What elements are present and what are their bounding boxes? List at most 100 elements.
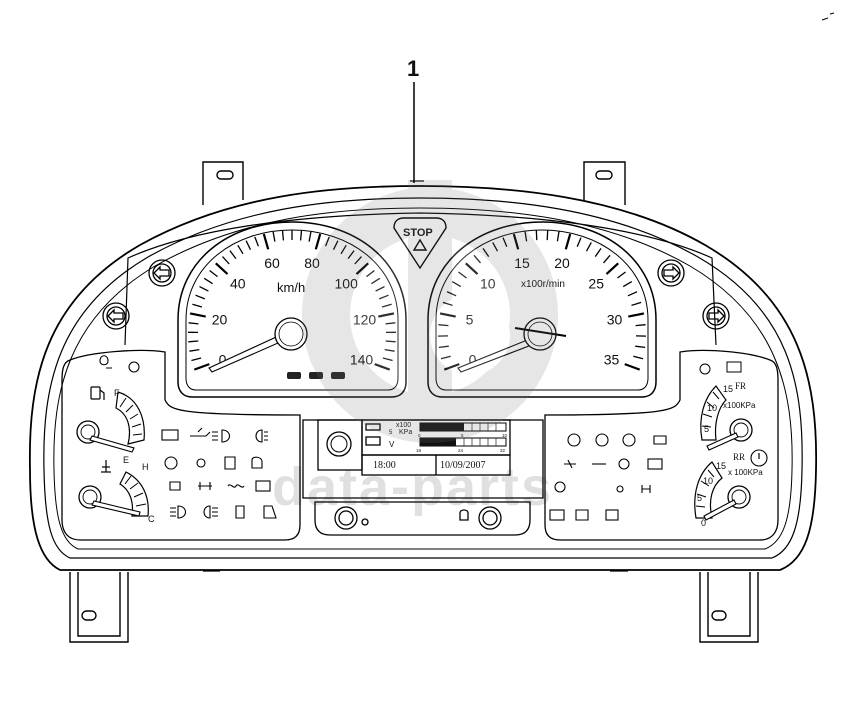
front-pressure-label: FR <box>735 381 746 391</box>
tachometer-tick <box>633 356 643 358</box>
fuel-gauge <box>77 392 144 452</box>
temp-hot-label: H <box>142 462 149 472</box>
front-pressure-tick-15: 15 <box>723 384 733 394</box>
bottom-mount-tab-left <box>70 572 128 642</box>
speedometer-tick <box>283 230 284 240</box>
top-mount-tab-right <box>584 162 625 205</box>
retarder-icon <box>564 460 576 468</box>
temp-cold-label: C <box>148 514 155 524</box>
bottom-mount-tab-right <box>700 572 758 642</box>
h-icon <box>642 485 650 493</box>
tachometer-tick <box>587 242 592 251</box>
corner-mark <box>822 13 834 20</box>
turbo-icon <box>252 457 262 468</box>
exhaust-brake-icon <box>225 457 235 469</box>
rear-pressure-tick-0: 0 <box>701 518 706 528</box>
speedometer-tick <box>246 241 250 250</box>
coil-icon <box>228 485 244 487</box>
low-beam-icon <box>170 506 186 518</box>
speedometer-tick <box>196 295 205 299</box>
rear-pressure-tick-5: 5 <box>697 493 702 503</box>
diff-lock-icon <box>170 482 180 490</box>
brake-fault-icon <box>596 434 608 446</box>
glow-plug-icon <box>129 362 139 372</box>
speedometer-tick <box>204 278 212 283</box>
abs-icon <box>568 434 580 446</box>
right-warning-icons <box>550 434 666 520</box>
trailer-icon <box>654 436 666 444</box>
speedometer-unit: km/h <box>277 280 305 295</box>
speedometer-tick <box>194 364 209 370</box>
speedometer-tick <box>255 237 259 246</box>
speedometer-tick <box>192 304 202 307</box>
speedometer-tick-label: 60 <box>264 255 280 271</box>
fuel-empty-label: E <box>123 455 129 465</box>
left-turn-signal-icon <box>149 260 175 286</box>
speedometer-tick <box>264 234 268 249</box>
speedometer-tick <box>191 358 201 361</box>
front-pressure-tick-10: 10 <box>707 403 717 413</box>
battery-icon <box>162 430 178 440</box>
rear-pressure-unit: x 100KPa <box>728 468 763 477</box>
temperature-gauge <box>79 472 148 516</box>
tachometer-tick <box>607 263 619 274</box>
tachometer-tick <box>595 248 601 256</box>
tachometer-tick <box>618 272 626 278</box>
right-turn-signal-icon <box>658 260 684 286</box>
tachometer-tick-label: 25 <box>588 276 604 292</box>
tachometer-tick <box>566 234 570 249</box>
tachometer-tick <box>632 302 642 305</box>
tachometer-tick <box>557 231 559 241</box>
service-icon <box>555 482 565 492</box>
load-icon <box>606 510 618 520</box>
brake-icon <box>165 457 177 469</box>
fuel-full-label: F <box>114 388 120 398</box>
tachometer-tick <box>625 364 640 370</box>
tachometer-tick <box>536 230 537 240</box>
oil-pressure-icon <box>190 428 210 436</box>
speedometer-tick <box>189 323 199 324</box>
speedometer-tick <box>316 234 320 249</box>
speedometer-tick-label: 40 <box>230 276 246 292</box>
speedometer-tick <box>301 230 302 240</box>
speedometer-tick <box>273 232 275 242</box>
speedometer-tick <box>200 287 209 292</box>
speedometer-tick <box>309 232 311 242</box>
cab-lock-icon <box>648 459 662 469</box>
headlight-icon <box>212 430 230 442</box>
tachometer-tick-label: 35 <box>604 351 620 367</box>
tachometer-tick-label: 20 <box>554 255 570 271</box>
voltage-scale-24: 24 <box>458 448 464 453</box>
speedometer-tick <box>230 251 236 259</box>
tachometer-tick-label: 30 <box>607 311 623 327</box>
front-pressure-unit: x100KPa <box>723 401 756 410</box>
axle-icon <box>198 482 212 490</box>
speedometer-tick <box>189 350 199 352</box>
left-turn-signal-secondary-icon <box>103 303 129 329</box>
speedometer-tick <box>216 263 228 274</box>
left-warning-icons <box>100 356 276 518</box>
cab-tilt-icon <box>256 481 270 491</box>
tachometer-tick <box>628 313 644 316</box>
stop-light-icon <box>619 459 629 469</box>
asr-icon <box>623 434 635 446</box>
tachometer-tick <box>604 255 611 263</box>
tachometer-tick <box>635 346 645 347</box>
speedometer-tick <box>223 257 230 264</box>
rear-pressure-tick-15: 15 <box>716 461 726 471</box>
voltage-scale-32: 32 <box>500 448 506 453</box>
speedometer-tick <box>190 313 206 316</box>
rear-pressure-label: RR <box>733 452 745 462</box>
seatbelt-icon <box>100 356 112 368</box>
tachometer-tick <box>636 325 646 326</box>
front-pressure-tick-5: 5 <box>704 424 709 434</box>
voltage-scale-18: 18 <box>416 448 422 453</box>
speedometer-tick <box>188 341 198 342</box>
voltage-label: V <box>389 440 395 449</box>
pressure-scale-10: 10 <box>502 433 508 438</box>
fuel-pump-icon <box>91 387 104 400</box>
tachometer-tick <box>547 230 548 240</box>
fog-light-icon <box>256 430 268 442</box>
speedometer-tick <box>238 245 243 254</box>
